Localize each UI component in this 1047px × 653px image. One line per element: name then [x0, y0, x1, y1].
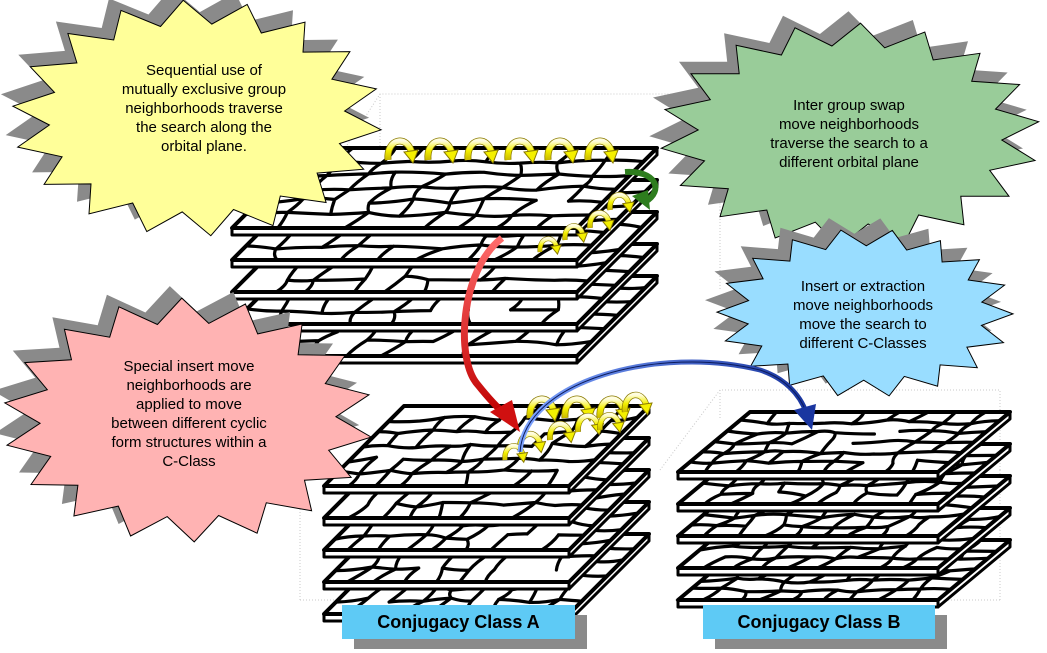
callout-sequential-text: Sequential use of mutually exclusive gro… [121, 62, 287, 155]
neighborhood-loop [464, 137, 499, 164]
neighborhood-loop [584, 137, 619, 164]
callout-inter-group-text: Inter group swap move neighborhoods trav… [770, 97, 928, 171]
neighborhood-loop [562, 223, 589, 244]
callout-shapes [0, 0, 1041, 543]
neighborhood-loop [587, 210, 615, 232]
neighborhood-loop [621, 391, 653, 416]
insert-extraction-arrow-outline [519, 361, 807, 453]
inter-group-swap-arrowhead [632, 190, 650, 210]
neighborhood-loops-upper [384, 137, 619, 164]
layer-stack-class-b [676, 410, 1012, 609]
callout-inter-group-shape [649, 11, 1041, 248]
neighborhood-loop [597, 412, 625, 434]
special-insert-arrowhead [490, 400, 520, 432]
special-insert-arrow [460, 235, 509, 418]
neighborhood-loop [504, 137, 539, 164]
layer-stack-upper [230, 146, 659, 365]
insert-extraction-arrowhead [794, 404, 816, 430]
neighborhood-loop [547, 421, 577, 444]
neighborhood-loop [502, 443, 529, 464]
conjugacy-class-a-label: Conjugacy Class A [342, 605, 575, 639]
layer-stack-class-a [322, 404, 651, 623]
callout-sequential-shape [0, 0, 383, 237]
neighborhood-loop [607, 192, 635, 214]
layer-plane [676, 410, 1012, 481]
neighborhood-loop [384, 137, 419, 164]
inter-group-swap-arc [624, 168, 659, 205]
conjugacy-class-b-label: Conjugacy Class B [703, 605, 935, 639]
neighborhood-loops-descending [537, 192, 635, 256]
neighborhood-loop [424, 137, 459, 164]
neighborhood-loop [544, 137, 579, 164]
callout-insert-extraction-shape [705, 218, 1015, 397]
callout-insert-extraction-text: Insert or extraction move neighborhoods … [792, 278, 934, 352]
neighborhood-loops-lower [502, 391, 653, 464]
callout-special-insert-text: Special insert move neighborhoods are ap… [111, 358, 267, 470]
neighborhood-loop [526, 395, 561, 422]
neighborhood-loop [537, 236, 562, 256]
callout-special-insert-shape [0, 286, 373, 543]
